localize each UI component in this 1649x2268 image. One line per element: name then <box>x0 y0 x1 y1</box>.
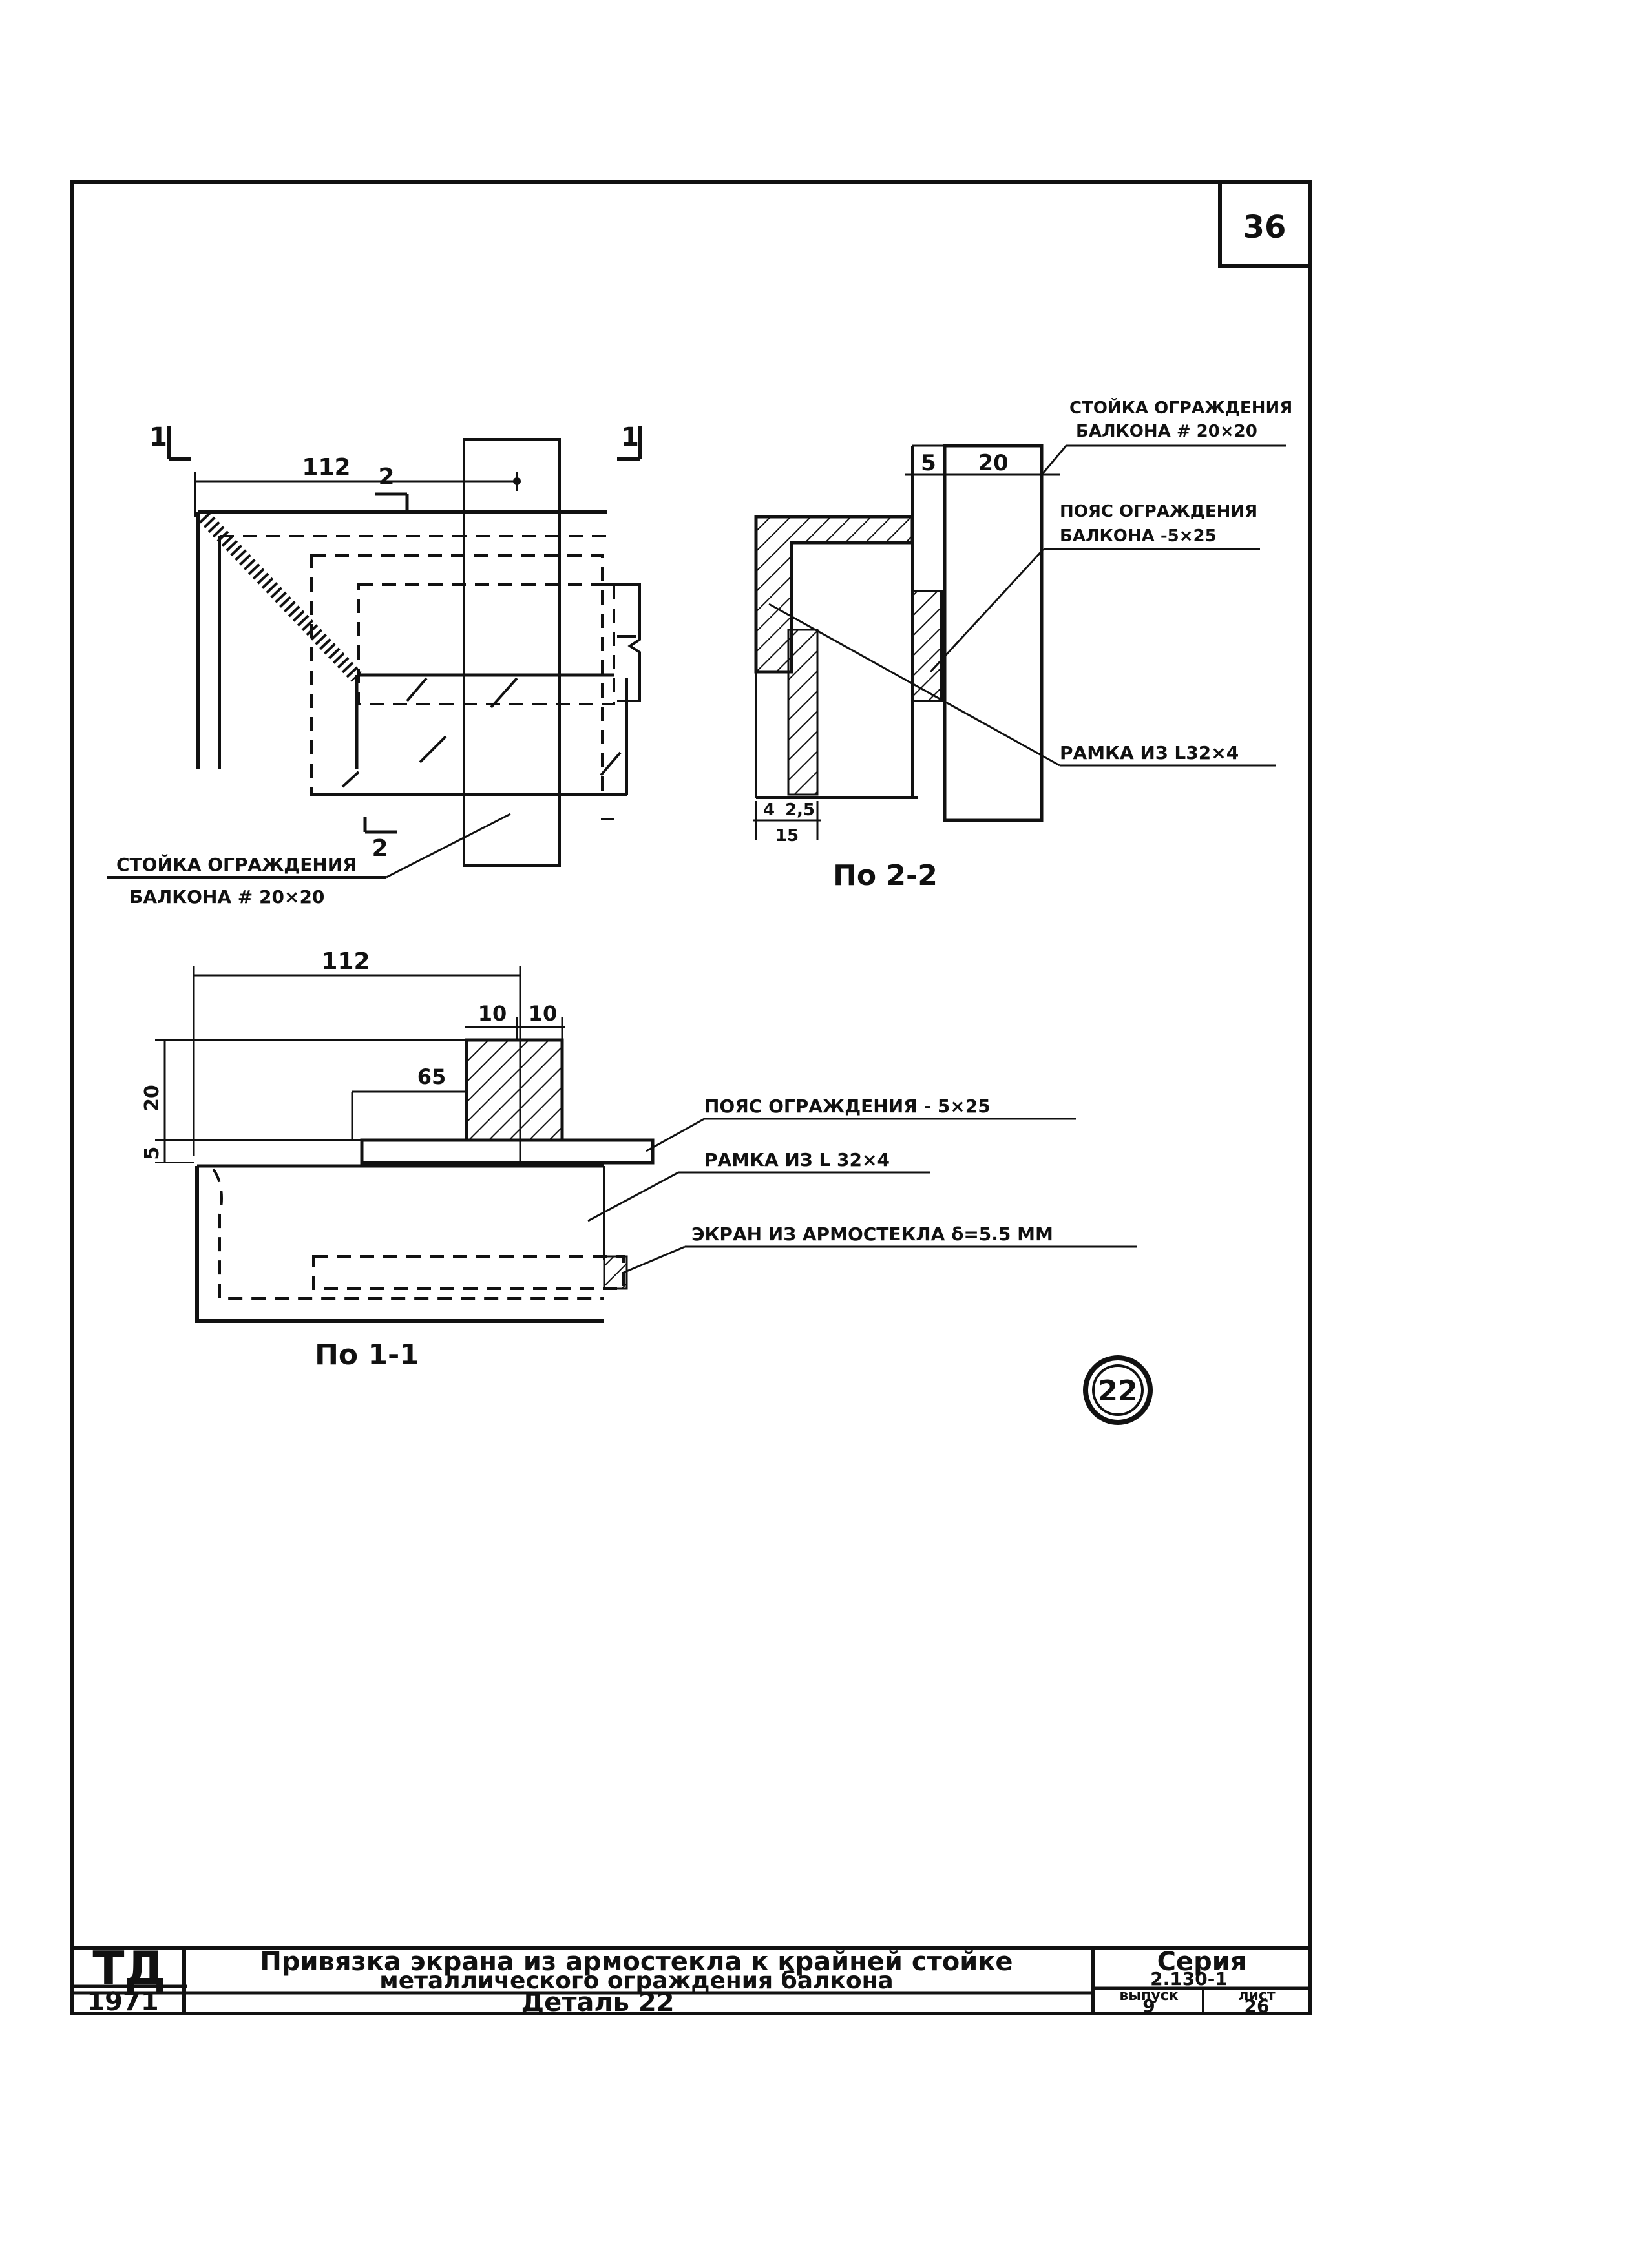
sheet-label: лист <box>1238 1988 1276 2004</box>
section-mark-1-left: 1 <box>149 422 167 452</box>
issue-label: выпуск <box>1119 1988 1178 2004</box>
sec22-belt-label-2: БАЛКОНА -5×25 <box>1060 526 1217 546</box>
plan-view: 1 1 112 2 <box>107 422 642 908</box>
title-subtitle: Деталь 22 <box>521 1988 674 2017</box>
sec22-frame-label: РАМКА ИЗ L32×4 <box>1060 742 1239 764</box>
series-label: Серия <box>1157 1947 1247 1977</box>
sheet-number: 36 <box>1243 209 1287 245</box>
issue-value: 9 <box>1142 1995 1155 2017</box>
sec11-dim-5: 5 <box>141 1147 163 1160</box>
sec11-belt-label: ПОЯС ОГРАЖДЕНИЯ - 5×25 <box>704 1096 991 1117</box>
sec11-title: По 1-1 <box>315 1338 419 1371</box>
plan-post-label-2: БАЛКОНА # 20×20 <box>129 886 324 908</box>
title-block: ТД 1971 Привязка экрана из армостекла к … <box>72 1941 1310 2017</box>
sec22-belt-label-1: ПОЯС ОГРАЖДЕНИЯ <box>1060 502 1257 521</box>
section-mark-2-bottom: 2 <box>372 835 388 862</box>
section-mark-2-top: 2 <box>378 464 394 490</box>
section-1-1: 112 10 10 65 20 5 <box>141 948 1137 1371</box>
section-mark-1-right: 1 <box>621 422 639 452</box>
detail-marker: 22 <box>1083 1355 1153 1425</box>
sec22-dim-20: 20 <box>978 450 1008 476</box>
detail-marker-number: 22 <box>1098 1375 1137 1408</box>
sec22-dim-15: 15 <box>775 826 799 846</box>
sheet-frame: 36 <box>70 180 1312 2015</box>
sec22-dim-4: 4 <box>763 800 775 820</box>
title-code: ТД <box>92 1941 165 1995</box>
sec11-dim-10a: 10 <box>478 1001 507 1026</box>
sec22-post-label-1: СТОЙКА ОГРАЖДЕНИЯ <box>1069 397 1292 418</box>
sec11-dim-20: 20 <box>141 1085 163 1112</box>
plan-dim-112: 112 <box>302 454 350 481</box>
title-year: 1971 <box>87 1987 158 2017</box>
title-line-2: металлического ограждения балкона <box>379 1968 893 1994</box>
sheet-value: 26 <box>1245 1995 1270 2017</box>
sec11-dim-65: 65 <box>417 1065 446 1089</box>
sec11-dim-112: 112 <box>321 948 370 975</box>
section-2-2: 5 20 4 2,5 15 СТОЙКА ОГРАЖДЕНИЯ БАЛКОНА … <box>753 397 1292 892</box>
plan-post-label-1: СТОЙКА ОГРАЖДЕНИЯ <box>116 853 357 875</box>
sec11-frame-label: РАМКА ИЗ L 32×4 <box>704 1149 890 1170</box>
sec22-dim-5: 5 <box>921 450 936 476</box>
sec22-title: По 2-2 <box>833 859 938 892</box>
sec22-dim-2-5: 2,5 <box>785 800 815 820</box>
sec22-post-label-2: БАЛКОНА # 20×20 <box>1076 422 1257 441</box>
sec11-screen-label: ЭКРАН ИЗ АРМОСТЕКЛА δ=5.5 ММ <box>691 1223 1053 1245</box>
series-value: 2.130-1 <box>1150 1968 1228 1990</box>
title-line-1: Привязка экрана из армостекла к крайней … <box>260 1947 1013 1977</box>
sec11-dim-10b: 10 <box>529 1001 558 1026</box>
